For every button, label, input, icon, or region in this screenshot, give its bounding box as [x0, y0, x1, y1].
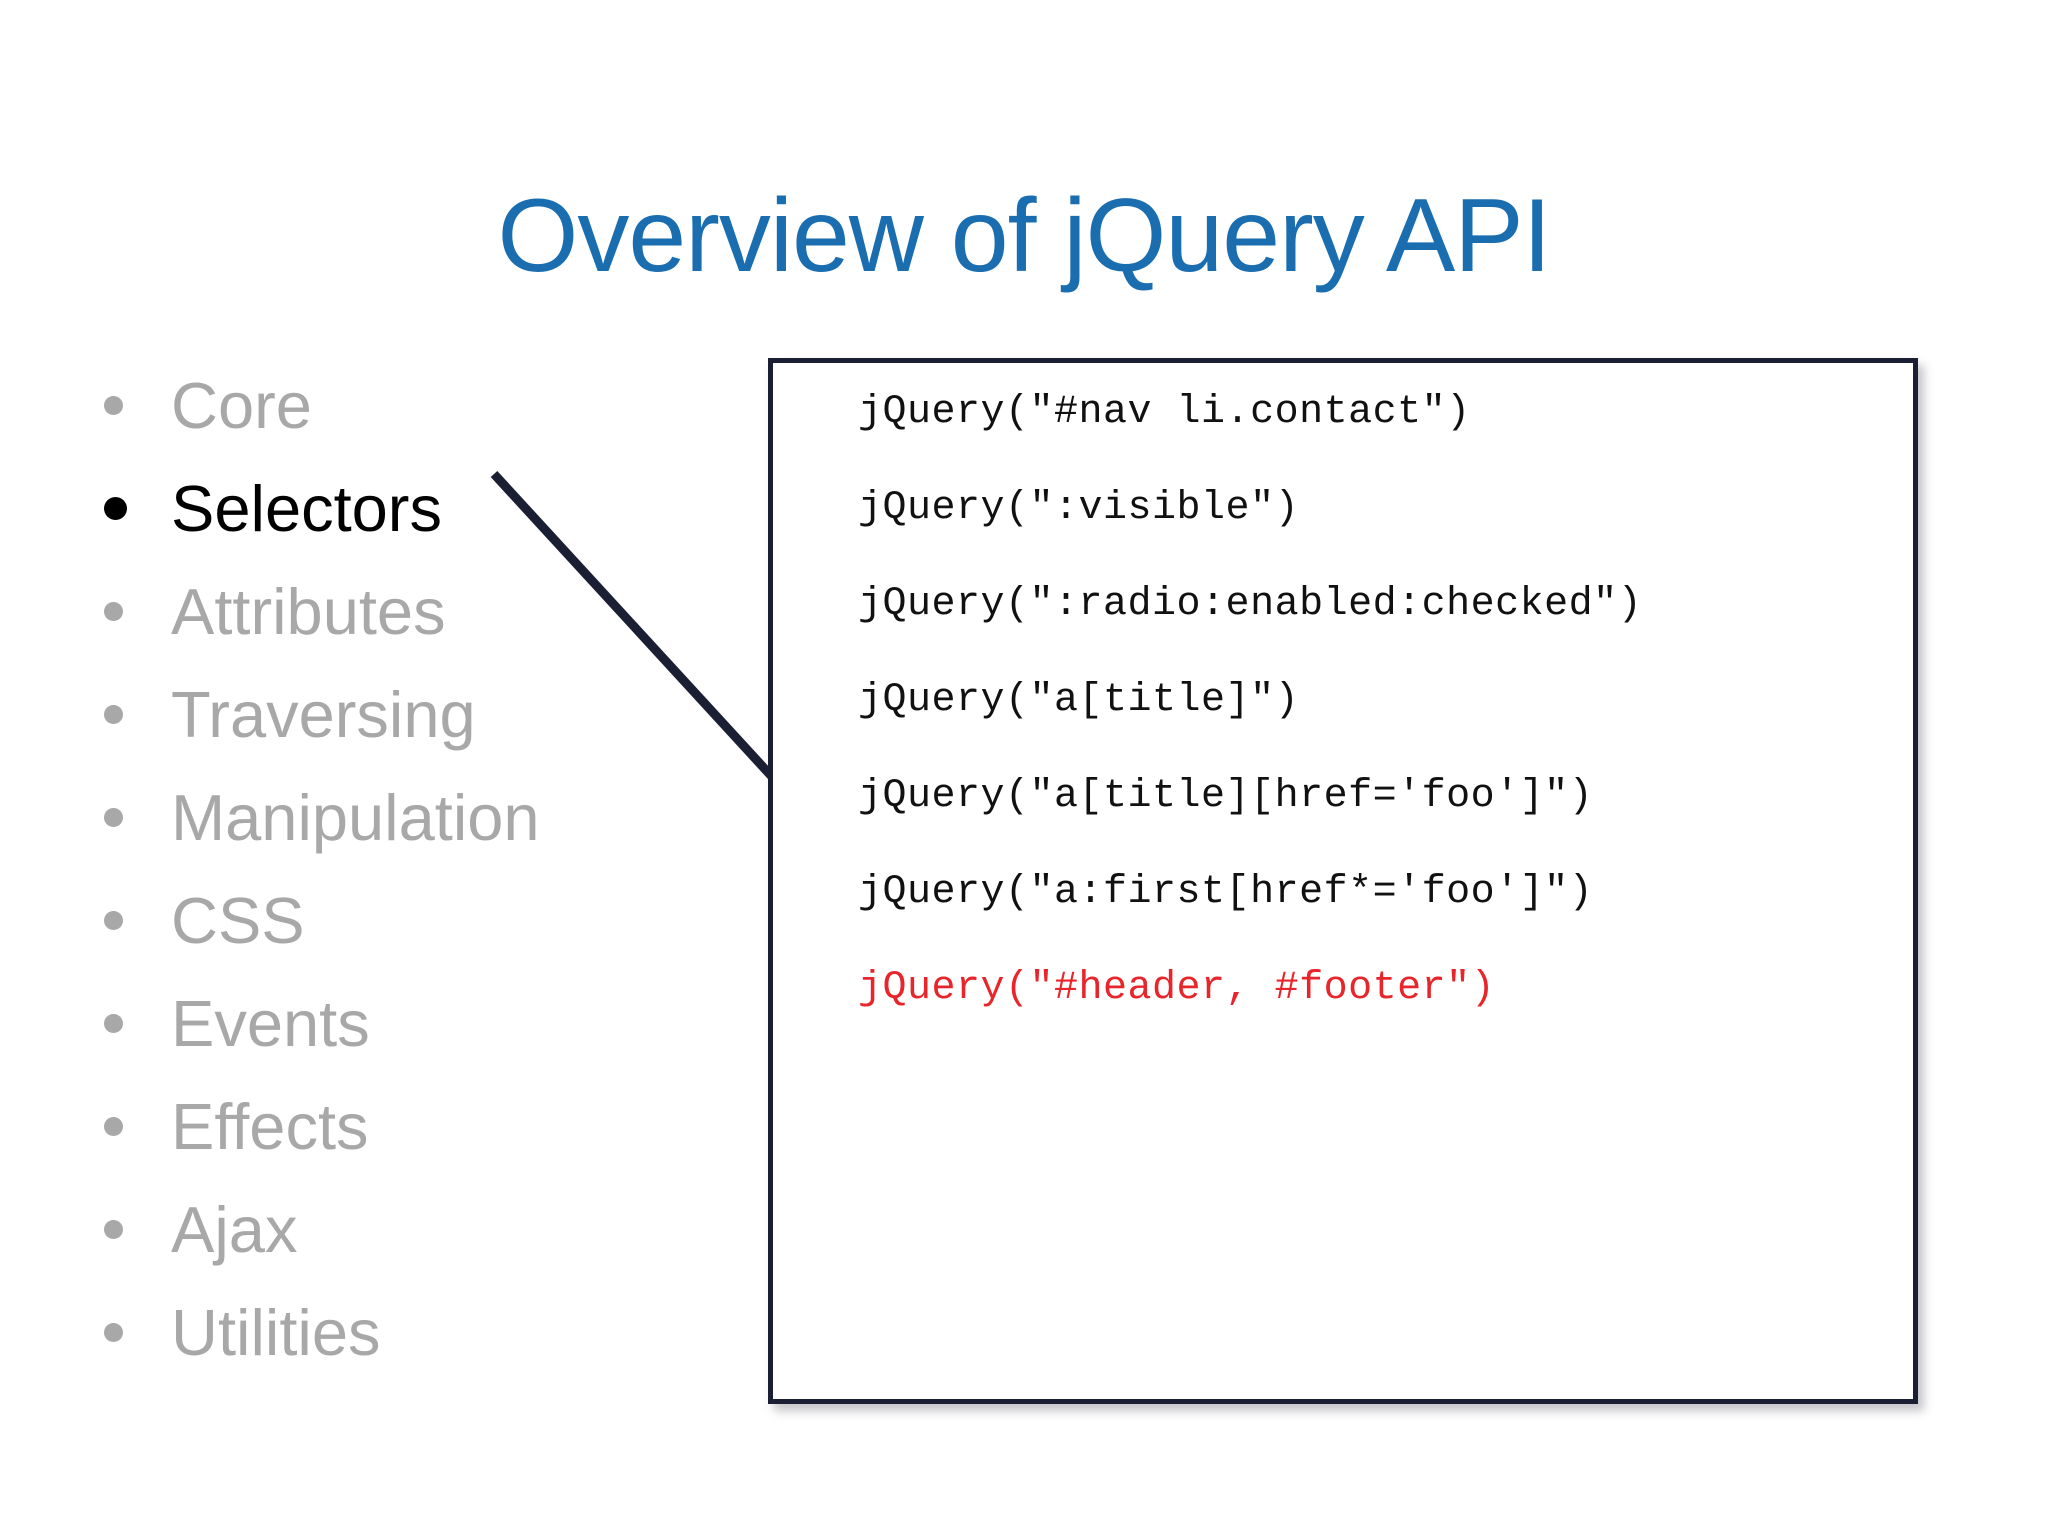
topic-item-traversing[interactable]: Traversing: [104, 663, 724, 766]
topic-item-effects[interactable]: Effects: [104, 1075, 724, 1178]
bullet-icon: [104, 396, 123, 415]
bullet-icon: [104, 911, 123, 930]
code-line-list: jQuery("#nav li.contact") jQuery(":visibl…: [858, 393, 1893, 1065]
bullet-icon: [104, 1220, 123, 1239]
topic-item-label: Events: [171, 987, 370, 1060]
code-line: jQuery(":visible"): [858, 486, 1300, 531]
topic-item-ajax[interactable]: Ajax: [104, 1178, 724, 1281]
code-line: jQuery("#nav li.contact"): [858, 390, 1471, 435]
code-line: jQuery(":radio:enabled:checked"): [858, 582, 1643, 627]
topic-item-label: CSS: [171, 884, 305, 957]
topic-item-css[interactable]: CSS: [104, 869, 724, 972]
bullet-icon: [104, 808, 123, 827]
topic-item-label: Attributes: [171, 575, 446, 648]
topic-item-events[interactable]: Events: [104, 972, 724, 1075]
topic-item-label: Selectors: [171, 472, 442, 545]
bullet-icon: [104, 1117, 123, 1136]
topic-item-label: Ajax: [171, 1193, 298, 1266]
topic-item-label: Effects: [171, 1090, 369, 1163]
code-line: jQuery("a[title]"): [858, 678, 1300, 723]
topic-item-label: Manipulation: [171, 781, 540, 854]
code-line-highlighted: jQuery("#header, #footer"): [858, 966, 1496, 1011]
topic-item-utilities[interactable]: Utilities: [104, 1281, 724, 1384]
topic-item-attributes[interactable]: Attributes: [104, 560, 724, 663]
bullet-icon: [104, 1323, 123, 1342]
topic-item-manipulation[interactable]: Manipulation: [104, 766, 724, 869]
bullet-icon: [104, 1014, 123, 1033]
code-line: jQuery("a:first[href*='foo']"): [858, 870, 1594, 915]
bullet-icon: [104, 602, 123, 621]
code-example-box: jQuery("#nav li.contact") jQuery(":visibl…: [768, 358, 1918, 1404]
topic-item-label: Core: [171, 369, 312, 442]
page-title: Overview of jQuery API: [497, 177, 1551, 294]
bullet-icon: [104, 705, 123, 724]
topic-item-label: Utilities: [171, 1296, 381, 1369]
topic-item-core[interactable]: Core: [104, 354, 724, 457]
topic-item-label: Traversing: [171, 678, 476, 751]
topic-item-selectors[interactable]: Selectors: [104, 457, 724, 560]
code-line: jQuery("a[title][href='foo']"): [858, 774, 1594, 819]
bullet-icon: [104, 497, 127, 520]
